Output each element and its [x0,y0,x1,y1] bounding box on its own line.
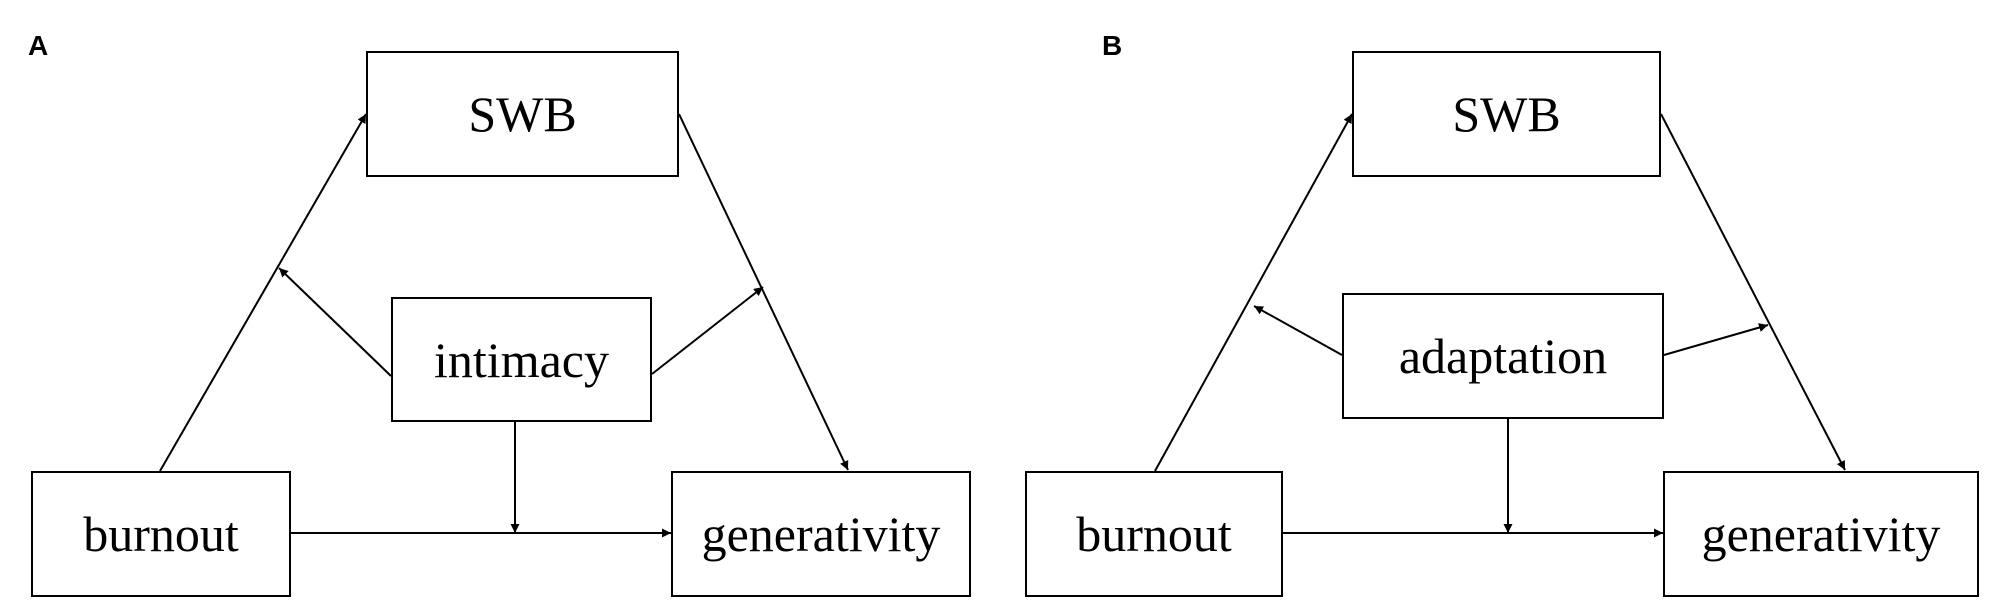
arrow-intimacy-to-path-b-right [651,286,764,375]
node-swb-a: SWB [366,51,679,177]
panel-label-a: A [28,30,49,61]
node-generativity-b: generativity [1663,471,1979,597]
panel-a-arrows [159,113,849,538]
arrow-swb-to-generativity-b [1660,113,1846,471]
node-adaptation: adaptation [1342,293,1664,419]
node-burnout-b: burnout [1025,471,1283,597]
arrow-burnout-to-swb-b [1154,113,1353,472]
panel-b-arrows [1154,113,1846,538]
arrow-swb-to-generativity-a [678,113,849,471]
arrow-adaptation-to-path-b-right [1663,323,1769,356]
panel-label-b: B [1102,30,1123,61]
arrow-adaptation-to-path-a-left [1253,305,1343,356]
node-burnout-a: burnout [31,471,291,597]
node-intimacy: intimacy [391,297,652,422]
node-generativity-a: generativity [671,471,971,597]
arrow-burnout-to-swb-a [159,113,367,472]
node-swb-b: SWB [1352,51,1661,177]
arrow-intimacy-to-path-a-left [278,267,392,377]
